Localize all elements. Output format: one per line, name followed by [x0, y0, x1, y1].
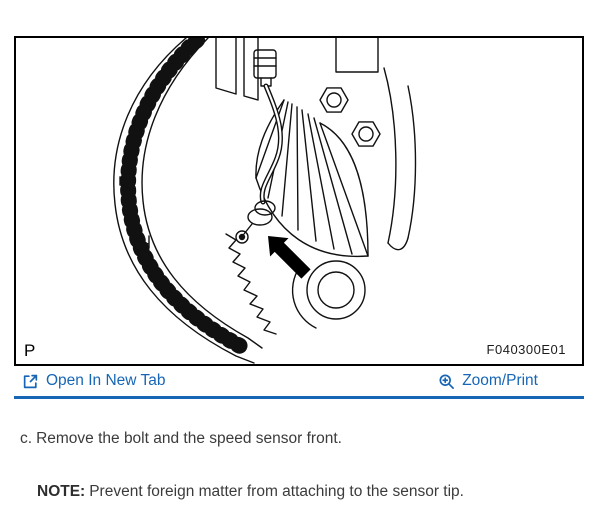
sensor-harness — [253, 49, 277, 87]
figure-panel: P F040300E01 Open In New Tab — [14, 36, 588, 399]
right-housing — [383, 67, 417, 251]
note: NOTE:Prevent foreign matter from attachi… — [37, 483, 464, 501]
figure-toolbar: Open In New Tab Zoom/Print — [14, 366, 584, 399]
zoom-print-label: Zoom/Print — [462, 372, 538, 389]
zoom-icon — [439, 373, 455, 389]
sensor-cable-inner — [261, 84, 282, 204]
top-bars — [215, 38, 379, 101]
seal-bore — [291, 260, 366, 329]
note-label: NOTE: — [37, 483, 86, 500]
stud-lower — [134, 235, 150, 253]
housing-rim — [113, 38, 263, 364]
step-text: Remove the bolt and the speed sensor fro… — [36, 430, 342, 447]
step-instruction: c.Remove the bolt and the speed sensor f… — [20, 430, 342, 448]
open-in-new-tab-icon — [23, 374, 38, 388]
hex-bolts — [319, 87, 381, 147]
step-label: c. — [20, 430, 33, 447]
open-in-new-tab-label: Open In New Tab — [46, 372, 166, 389]
zoom-print-link[interactable]: Zoom/Print — [438, 372, 538, 390]
open-in-new-tab-link[interactable]: Open In New Tab — [22, 372, 165, 390]
gear-teeth — [225, 233, 277, 335]
pointer-arrow — [268, 236, 311, 279]
note-text: Prevent foreign matter from attaching to… — [89, 483, 464, 500]
ring-gear-ribs — [255, 99, 369, 258]
diagram-figure: P F040300E01 — [14, 36, 584, 366]
figure-code: F040300E01 — [486, 342, 566, 357]
transaxle-diagram — [113, 38, 417, 364]
speed-sensor — [235, 200, 276, 244]
stud-upper — [119, 172, 135, 190]
figure-label-p: P — [24, 341, 36, 360]
